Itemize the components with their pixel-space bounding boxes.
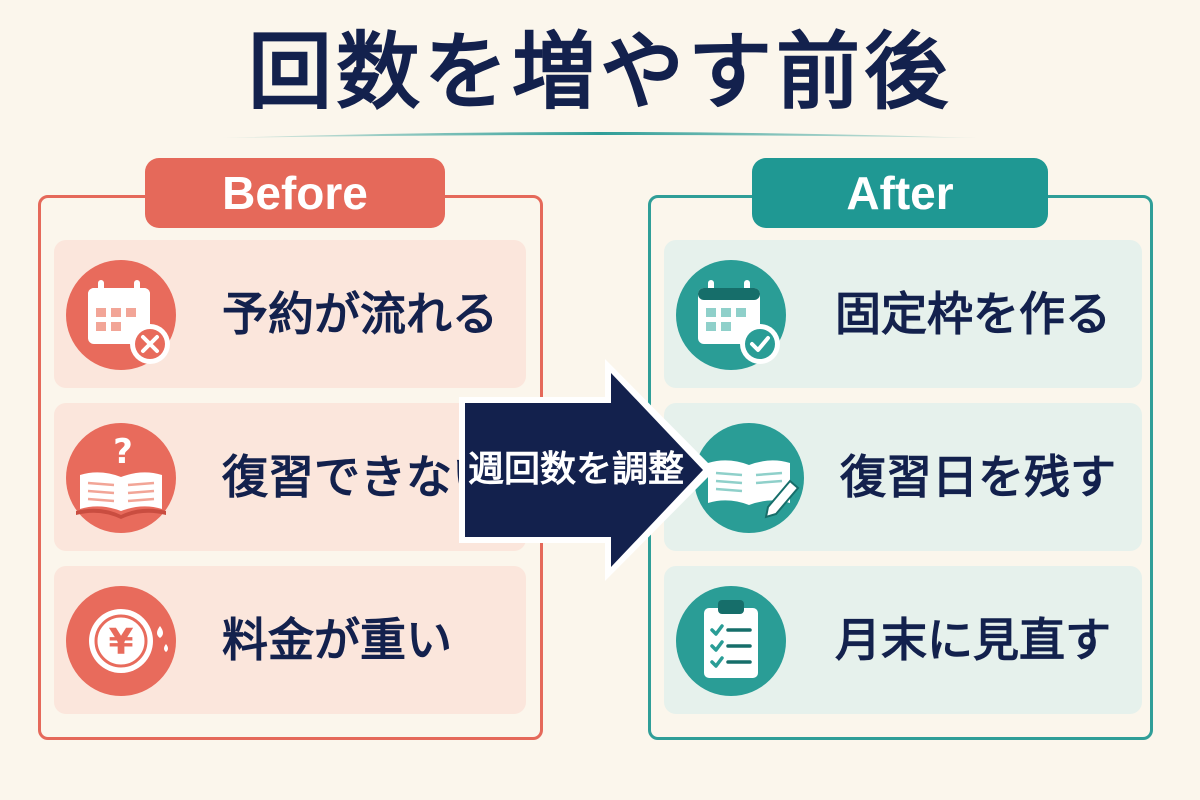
calendar-check-icon [676,260,786,370]
page-title: 回数を増やす前後 [247,23,952,121]
title-underline [222,132,978,138]
before-item-label-3: 料金が重い [222,613,452,667]
after-item-label-3: 月末に見直す [835,613,1111,667]
yen-coin-icon: ¥ [66,586,176,696]
before-item-label-2: 復習できない [222,450,498,504]
after-tag: After [752,158,1048,228]
after-item-label-2: 復習日を残す [840,450,1116,504]
clipboard-checklist-icon [676,586,786,696]
transition-arrow [459,359,715,581]
after-item-label-1: 固定枠を作る [835,287,1111,341]
before-tag: Before [145,158,445,228]
calendar-cross-icon [66,260,176,370]
book-question-icon: ? [66,423,176,533]
svg-text:¥: ¥ [108,622,133,663]
before-item-label-1: 予約が流れる [222,287,498,341]
transition-label: 週回数を調整 [468,449,685,490]
book-pencil-icon [694,423,804,533]
svg-text:?: ? [113,432,133,472]
